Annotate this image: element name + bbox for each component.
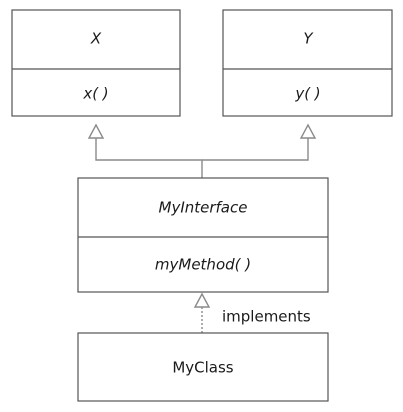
interface-myinterface-box xyxy=(77,177,329,293)
interface-method: myMethod( ) xyxy=(155,256,251,274)
interface-myinterface: MyInterface myMethod( ) xyxy=(77,177,329,293)
class-y-box xyxy=(222,9,393,117)
inheritance-arrowhead-y xyxy=(299,123,317,139)
class-y-method: y( ) xyxy=(294,85,320,103)
inheritance-edges xyxy=(87,123,317,178)
realization-arrowhead xyxy=(193,292,211,308)
class-y-name: Y xyxy=(303,30,314,48)
implements-label: implements xyxy=(222,308,311,326)
class-myclass-box xyxy=(77,332,329,402)
class-myclass-name: MyClass xyxy=(172,359,233,377)
class-y: Y y( ) xyxy=(222,9,393,117)
inheritance-edge-to-x xyxy=(95,138,203,178)
class-x-name: X xyxy=(90,30,102,48)
class-x-method: x( ) xyxy=(82,85,108,103)
class-myclass: MyClass xyxy=(77,332,329,402)
inheritance-arrowhead-x xyxy=(87,123,105,139)
realization-edge: implements xyxy=(193,292,311,333)
class-x: X x( ) xyxy=(11,9,181,117)
inheritance-edge-to-y xyxy=(202,138,309,161)
interface-name: MyInterface xyxy=(159,199,248,217)
class-x-box xyxy=(11,9,181,117)
